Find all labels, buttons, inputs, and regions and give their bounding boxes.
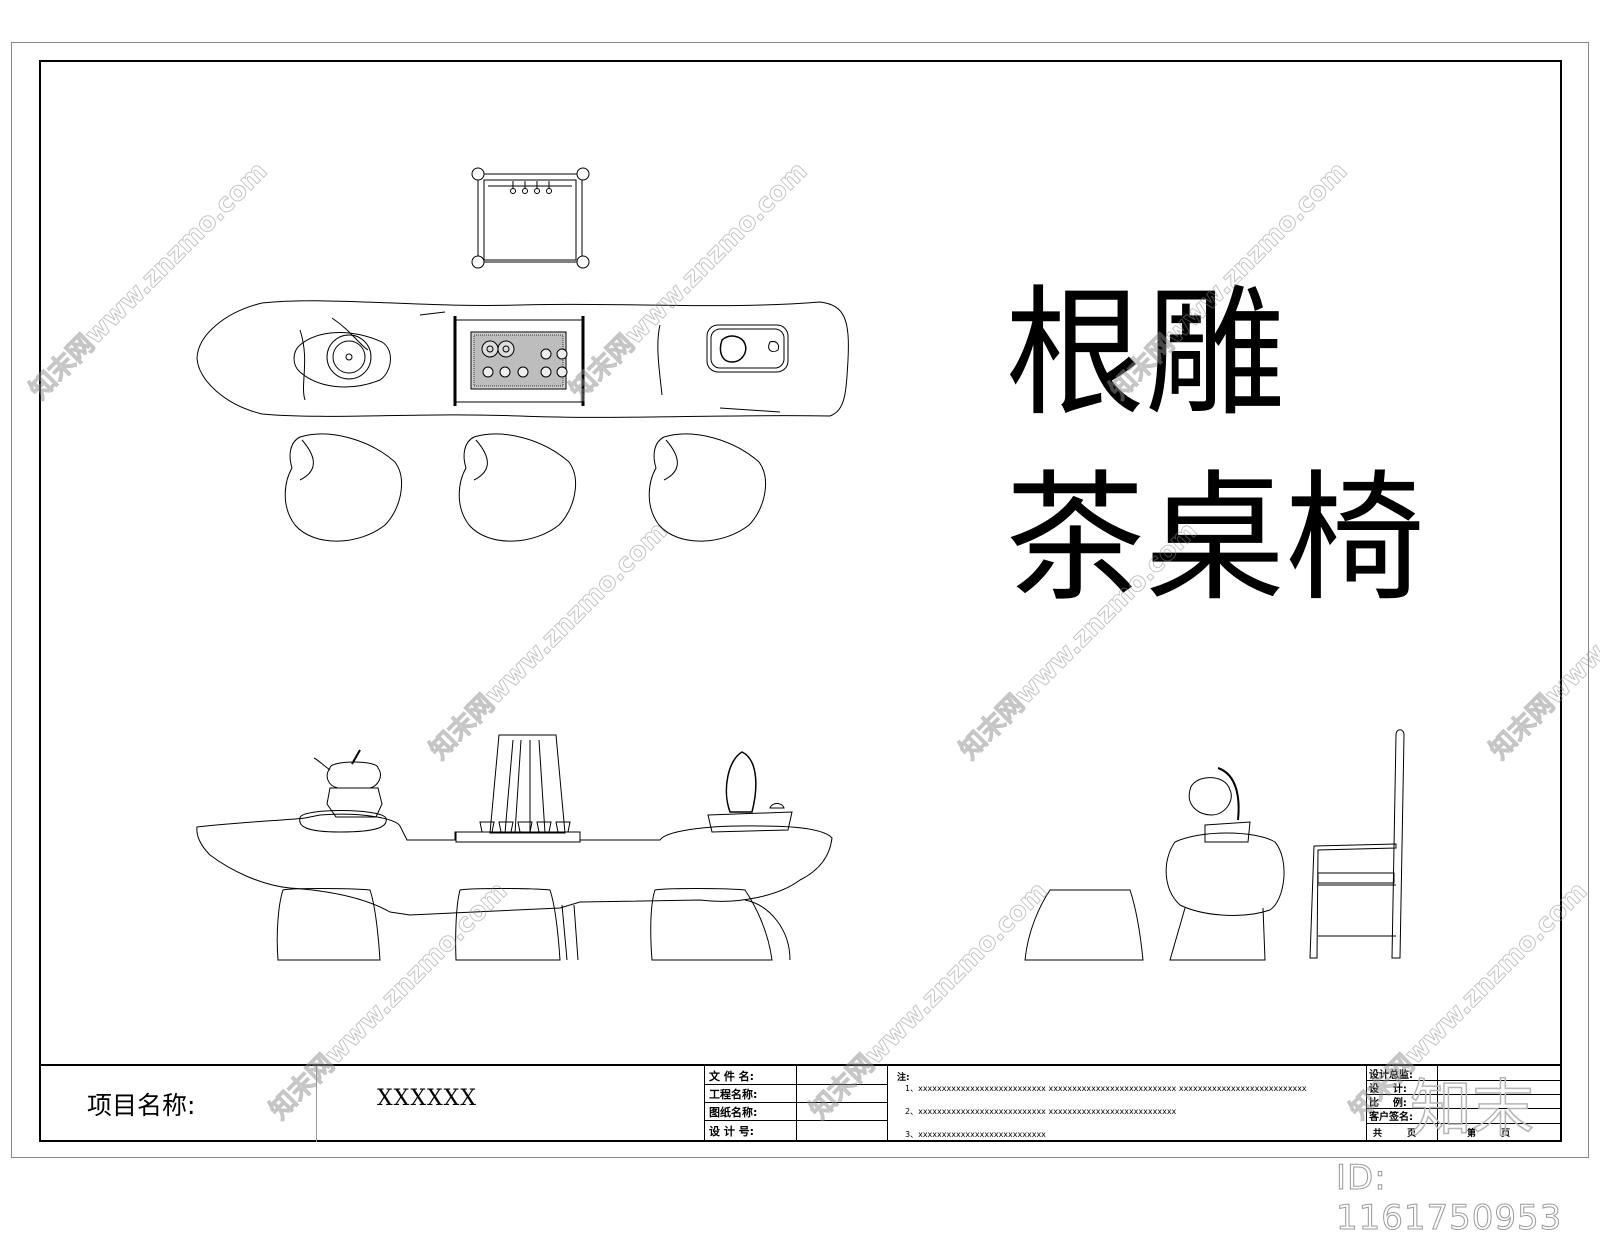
scale-label: 比 例: <box>1369 1098 1407 1109</box>
title-line-2: 茶桌椅 <box>1005 458 1426 621</box>
front-table <box>196 813 833 961</box>
side-table-end <box>1165 767 1285 961</box>
divider <box>1366 1094 1560 1095</box>
plan-armchair <box>471 167 590 269</box>
title-bar: 项目名称: XXXXXX 文 件 名: 工程名称: 图纸名称: 设 计 号: 注… <box>39 1064 1562 1142</box>
file-name-label: 文 件 名: <box>709 1070 755 1083</box>
designer-label: 设 计: <box>1369 1084 1407 1095</box>
divider <box>704 1066 705 1142</box>
side-stool <box>1024 889 1144 961</box>
side-armchair <box>1309 729 1405 959</box>
watermark-logo: 知末 <box>1409 1071 1535 1146</box>
divider <box>704 1120 887 1121</box>
drawing-title: 根雕 茶桌椅 <box>1005 262 1425 632</box>
divider <box>704 1102 887 1103</box>
front-kettle-stove <box>299 749 387 833</box>
divider <box>1366 1123 1560 1124</box>
note-2: 2、xxxxxxxxxxxxxxxxxxxxxxxxxxx xxxxxxxxxx… <box>905 1107 1177 1116</box>
outer-sheet-border <box>11 42 1589 1158</box>
note-3: 3、xxxxxxxxxxxxxxxxxxxxxxxxxxx <box>905 1130 1046 1139</box>
divider <box>1366 1080 1560 1081</box>
divider <box>316 1066 317 1142</box>
watermark-id: ID: 1161750953 <box>1336 1158 1563 1238</box>
front-rock-ornament <box>707 751 793 833</box>
cad-drawing-canvas <box>196 167 1405 961</box>
divider <box>1366 1066 1367 1142</box>
divider <box>1437 1066 1438 1142</box>
divider <box>1366 1108 1560 1109</box>
current-page-label: 第 页 <box>1467 1129 1511 1139</box>
front-tea-tray-cups <box>455 734 581 843</box>
plan-stools <box>284 433 767 542</box>
design-director-label: 设计总监: <box>1369 1070 1413 1081</box>
title-line-1: 根雕 <box>1005 273 1286 436</box>
project-title-label: 工程名称: <box>709 1088 758 1101</box>
drawing-name-label: 图纸名称: <box>709 1106 758 1119</box>
total-pages-label: 共 页 <box>1373 1129 1417 1139</box>
project-name-value: XXXXXX <box>377 1086 477 1111</box>
notes-heading: 注: <box>897 1073 910 1083</box>
plan-tea-table <box>196 300 849 418</box>
divider <box>796 1066 797 1142</box>
design-number-label: 设 计 号: <box>709 1125 755 1138</box>
divider <box>704 1084 887 1085</box>
client-signature-label: 客户签名: <box>1369 1112 1413 1123</box>
project-name-label: 项目名称: <box>87 1091 196 1120</box>
divider <box>887 1066 888 1142</box>
note-1: 1、xxxxxxxxxxxxxxxxxxxxxxxxxxx xxxxxxxxxx… <box>905 1084 1307 1093</box>
drawing-frame <box>39 60 1562 1142</box>
